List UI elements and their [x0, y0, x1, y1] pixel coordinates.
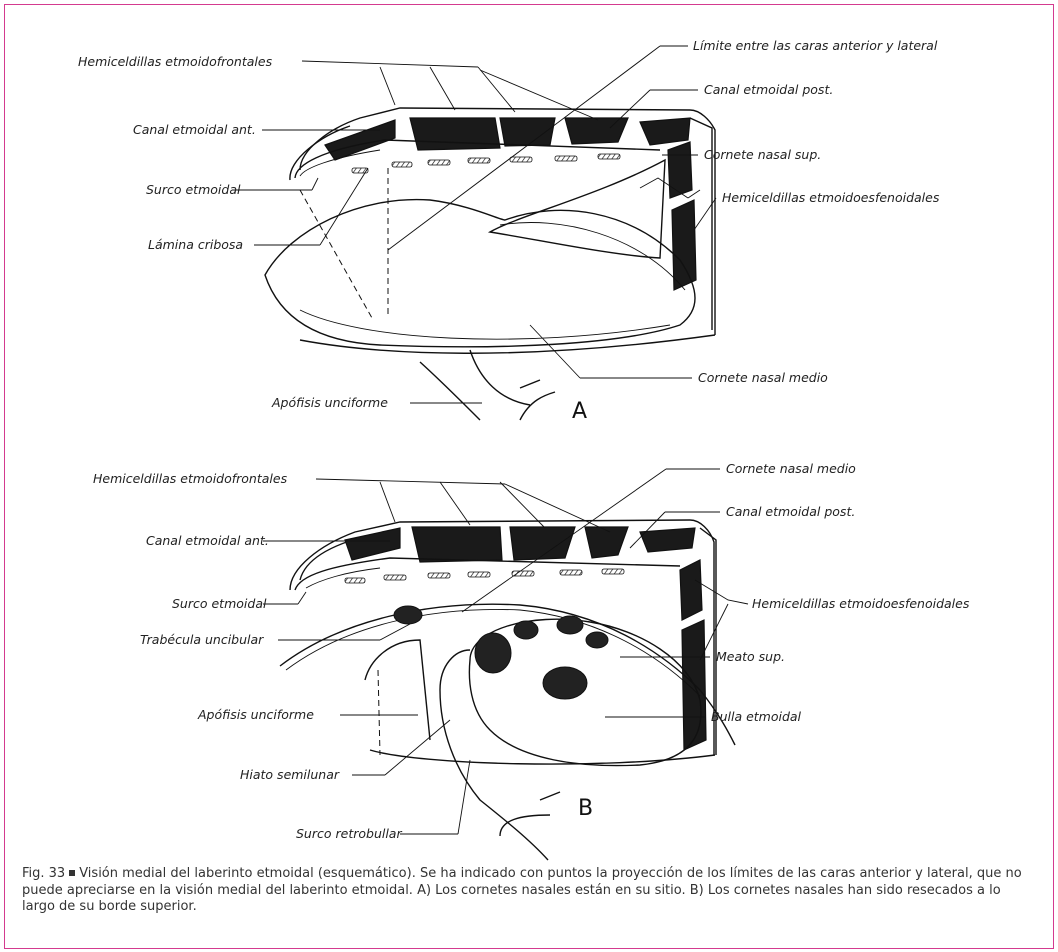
cell-a5: [640, 118, 690, 145]
label-a-esfenoidales: Hemiceldillas etmoidoesfenoidales: [722, 190, 940, 205]
label-b-esfenoidales: Hemiceldillas etmoidoesfenoidales: [752, 596, 970, 611]
label-a-cornete-sup: Cornete nasal sup.: [704, 147, 821, 162]
cell-a2: [410, 118, 500, 150]
label-b-retrobullar: Surco retrobullar: [296, 826, 402, 841]
cell-a4: [565, 118, 628, 144]
letter-a: A: [572, 399, 587, 424]
cell-a3: [500, 118, 555, 146]
letter-b: B: [578, 796, 593, 821]
label-a-limite: Límite entre las caras anterior y latera…: [693, 38, 938, 53]
label-b-meato: Meato sup.: [716, 649, 785, 664]
label-b-frontales: Hemiceldillas etmoidofrontales: [93, 471, 288, 486]
bullet-square-icon: [69, 870, 75, 876]
label-b-trabecula: Trabécula uncibular: [140, 632, 264, 647]
label-b-canal-post: Canal etmoidal post.: [726, 504, 855, 519]
label-a-cribosa: Lámina cribosa: [148, 237, 243, 252]
label-b-canal-ant: Canal etmoidal ant.: [146, 533, 269, 548]
label-a-surco: Surco etmoidal: [146, 182, 241, 197]
label-b-surco: Surco etmoidal: [172, 596, 267, 611]
figure-a-leaders: [232, 46, 716, 403]
label-b-bulla: Bulla etmoidal: [711, 709, 802, 724]
caption-prefix: Fig. 33: [22, 866, 65, 881]
figure-a-drawing: [265, 108, 715, 420]
label-b-hiato: Hiato semilunar: [240, 767, 340, 782]
label-a-canal-ant: Canal etmoidal ant.: [133, 122, 256, 137]
label-a-canal-post: Canal etmoidal post.: [704, 82, 833, 97]
label-b-cornete-medio: Cornete nasal medio: [726, 461, 856, 476]
figure-b-drawing: [280, 520, 735, 860]
label-b-unciforme: Apófisis unciforme: [197, 707, 314, 722]
label-a-frontales: Hemiceldillas etmoidofrontales: [78, 54, 273, 69]
label-a-unciforme: Apófisis unciforme: [271, 395, 388, 410]
caption-text: Visión medial del laberinto etmoidal (es…: [22, 866, 1022, 914]
label-a-cornete-medio: Cornete nasal medio: [698, 370, 828, 385]
